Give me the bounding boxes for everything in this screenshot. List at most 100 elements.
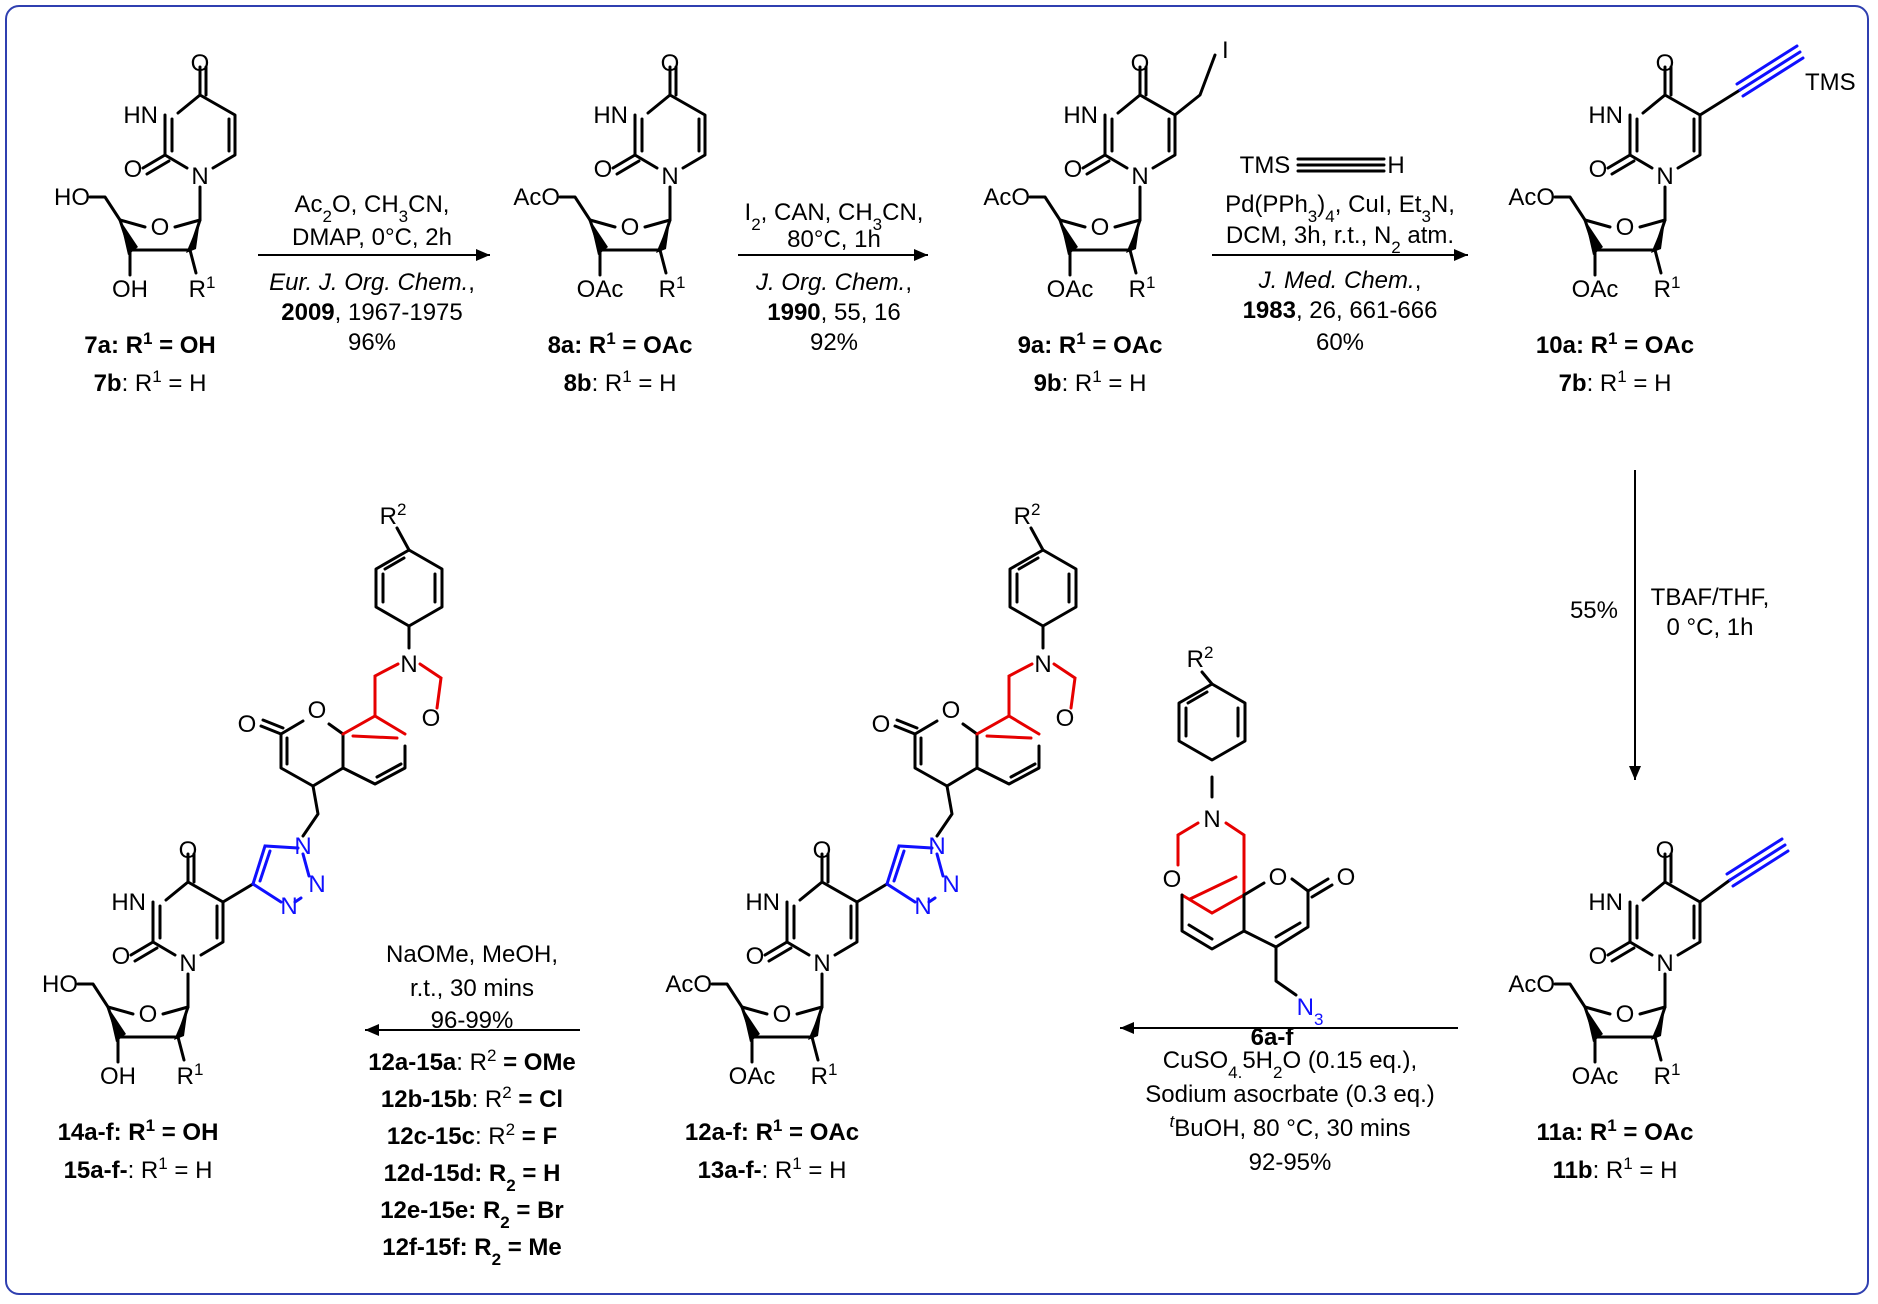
c14-oxazine-nco: [418, 662, 443, 710]
c12-label-a: 12a-f: R1 = OAc: [685, 1116, 859, 1147]
c6-pyranone: [1242, 877, 1310, 949]
c12-triazole-double: [892, 849, 906, 883]
c14-ring-oxygen: O: [139, 1001, 158, 1028]
c14-carbonyl: [259, 724, 283, 736]
c9-n3-label: HN: [1063, 102, 1098, 129]
c7-ring-oxygen: O: [151, 214, 170, 241]
step2-arrow-head: [914, 249, 928, 261]
step2-conditions: 80°C, 1h: [787, 226, 881, 253]
c12-pyranone: [913, 719, 949, 788]
c10-ring-oxygen: O: [1616, 214, 1635, 241]
c14-3-hydroxy: OH: [100, 1063, 136, 1090]
c10-alkyne-triple-2: [1735, 44, 1799, 86]
c12-label-b: 13a-f-: R1 = H: [698, 1154, 847, 1185]
c8-label-a: 8a: R1 = OAc: [548, 329, 693, 360]
c12-aryl-ring: [1008, 548, 1078, 628]
c12-c4-oxygen: O: [813, 837, 832, 864]
c8-n1-label: N: [661, 163, 678, 190]
c12-triazole-bond-a: [885, 844, 934, 886]
step3-h-label: H: [1387, 152, 1404, 179]
c8-ribose-ring: [558, 185, 672, 277]
substituent-row: 12c-15c: R2 = F: [387, 1120, 557, 1151]
c14-r2-label: R2: [380, 500, 407, 531]
c14-c2-oxygen: O: [112, 943, 131, 970]
c10-alkyne-triple-3: [1741, 56, 1805, 98]
c6-oxazine-lower: [1180, 870, 1246, 915]
step3-reference-citation: 1983, 26, 661-666: [1243, 297, 1438, 324]
c12-oxazine-nco: [1052, 662, 1077, 710]
c7-label-b: 7b: R1 = H: [94, 367, 207, 398]
c12-ribose-ring: [710, 972, 824, 1064]
c6-benzo-double: [1187, 923, 1214, 941]
c6-pyranone-double: [1274, 921, 1302, 939]
step1-reagents: Ac2O, CH3CN,: [295, 191, 450, 226]
c8-3-acetoxy: OAc: [577, 276, 624, 303]
c10-r1-label: R1: [1654, 273, 1681, 304]
c6-pyranone-oxygen: O: [1269, 864, 1288, 891]
c12-carbonyl: [893, 724, 917, 736]
c12-ring-oxygen: O: [773, 1001, 792, 1028]
step3-arrow-head: [1454, 249, 1468, 261]
c11-c2-oxygen: O: [1589, 943, 1608, 970]
c12-methylene: [935, 784, 954, 838]
step1-reference-citation: 2009, 1967-1975: [281, 299, 463, 326]
c12-n1-label: N: [813, 950, 830, 977]
c11-r1-label: R1: [1654, 1060, 1681, 1091]
step5-reagents: CuSO4.5H2O (0.15 eq.),: [1163, 1047, 1417, 1082]
step4-yield: 55%: [1570, 597, 1618, 624]
c12-triazole-n1: N: [928, 833, 945, 860]
c11-label-a: 11a: R1 = OAc: [1537, 1116, 1694, 1147]
c9-ribose-ring: [1028, 185, 1142, 277]
step3-reagents: Pd(PPh3)4, CuI, Et3N,: [1225, 191, 1455, 226]
c12-r2-label: R2: [1014, 500, 1041, 531]
c12-r2-bond: [1029, 526, 1045, 552]
step3-conditions: DCM, 3h, r.t., N2 atm.: [1226, 222, 1454, 257]
c12-carbonyl-2: [895, 718, 919, 730]
c14-methylene: [301, 784, 320, 838]
c12-benzo: [975, 744, 1041, 786]
c7-ribose-ring: [88, 185, 202, 277]
step1-yield: 96%: [348, 329, 396, 356]
c12-c2-oxygen: O: [746, 943, 765, 970]
c14-n3-label: HN: [111, 889, 146, 916]
c6-benzo: [1180, 893, 1246, 951]
step6-yield: 96-99%: [431, 1007, 514, 1034]
c10-n1-label: N: [1656, 163, 1673, 190]
c9-label-a: 9a: R1 = OAc: [1018, 329, 1163, 360]
c10-alkyne-triple: [1738, 50, 1802, 92]
c14-triazole-double: [258, 849, 272, 883]
step5-yield: 92-95%: [1249, 1149, 1332, 1176]
step2-reference-citation: 1990, 55, 16: [767, 299, 900, 326]
step4-reagents: TBAF/THF,: [1651, 584, 1770, 611]
c12-triazole-bond-d: [927, 896, 937, 904]
c7-c2-oxygen: O: [124, 156, 143, 183]
substituent-row: 12e-15e: R2 = Br: [380, 1197, 564, 1232]
c12-triazole-n2: N: [942, 871, 959, 898]
c14-oxazine-ring: [341, 714, 407, 736]
c8-r1-label: R1: [659, 273, 686, 304]
c12-5-acetoxy: AcO: [665, 971, 712, 998]
c10-alkyne-bond: [1698, 88, 1742, 117]
step3-tms-label: TMS: [1240, 152, 1291, 179]
c14-triazole-n2: N: [308, 871, 325, 898]
step2-reference-journal: J. Org. Chem.,: [755, 269, 912, 296]
c14-r1-label: R1: [177, 1060, 204, 1091]
c12-oxazine-double: [985, 734, 1033, 740]
c9-r1-label: R1: [1129, 273, 1156, 304]
c9-iodo-bond: [1173, 53, 1217, 117]
c14-fusion: [311, 722, 345, 788]
c14-oxazine-o: O: [422, 705, 441, 732]
c11-alkyne-triple: [1728, 843, 1787, 882]
c10-ribose-ring: [1553, 185, 1667, 277]
c11-n3-label: HN: [1588, 889, 1623, 916]
c14-benzo: [341, 744, 407, 786]
step4-conditions: 0 °C, 1h: [1667, 614, 1754, 641]
step1-conditions: DMAP, 0°C, 2h: [292, 224, 452, 251]
c6-carbonyl-oxygen: O: [1337, 864, 1356, 891]
c12-oxazine-o: O: [1056, 705, 1075, 732]
c11-ribose-ring: [1553, 972, 1667, 1064]
c10-c2-oxygen: O: [1589, 156, 1608, 183]
c6-methylene: [1274, 945, 1298, 997]
c8-label-b: 8b: R1 = H: [564, 367, 677, 398]
